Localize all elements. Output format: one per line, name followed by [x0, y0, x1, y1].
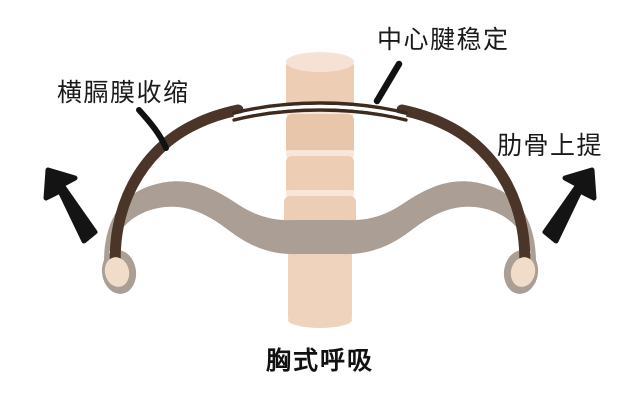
central-tendon-outline-bottom [232, 108, 408, 122]
central-tendon-outline-top [232, 101, 408, 115]
label-central-tendon: 中心腱稳定 [377, 25, 510, 54]
spine-top-disc [286, 52, 354, 72]
central-tendon-inner-white [233, 104, 407, 119]
diaphragm-pointer-curve [136, 107, 169, 151]
vertebra-body-1 [286, 60, 354, 112]
rib-cage-arc-group [109, 101, 531, 280]
rib-cap-right [510, 257, 536, 287]
vertebra-body-3 [286, 156, 354, 194]
rib-cap-left [104, 257, 130, 287]
vertebra-body-2 [286, 114, 354, 154]
rib-arc-right-segment [396, 104, 531, 280]
diaphragm-muscle-fill [104, 181, 536, 288]
label-diaphragm-contraction: 横膈膜收缩 [57, 78, 190, 107]
thoracic-spine-group [284, 52, 356, 328]
up-left-arrow [43, 167, 98, 244]
caption-breathing-type: 胸式呼吸 [265, 346, 374, 375]
spine-bottom-disc [288, 312, 352, 328]
central-tendon-pointer-line [373, 60, 403, 105]
vertebra-body-5 [288, 243, 352, 323]
rib-arc-left-segment [109, 104, 244, 280]
label-rib-elevation: 肋骨上提 [497, 131, 604, 160]
rib-end-caps-group [104, 257, 536, 287]
up-right-arrow [542, 167, 597, 244]
